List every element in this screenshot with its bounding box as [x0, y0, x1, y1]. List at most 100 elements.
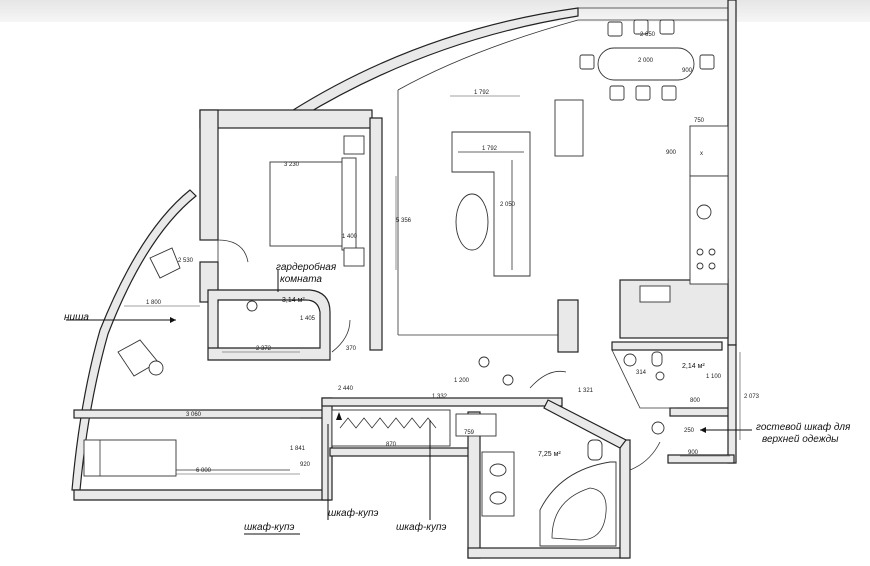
chair	[661, 85, 677, 101]
toilet-icon	[587, 439, 603, 461]
hob-burner-icon	[708, 248, 716, 256]
dim-label: 1 792	[482, 146, 498, 152]
right-bottom	[667, 454, 735, 464]
hob-burner-icon	[696, 262, 704, 270]
dim-label: 1 100	[706, 374, 722, 380]
living-room-wall	[397, 19, 728, 91]
dim-label: 2 650	[640, 32, 656, 38]
hall-wall-top	[321, 397, 563, 407]
dim-label: 2 050	[500, 202, 516, 208]
sliding-wardrobe-label: шкаф-купэ	[396, 521, 446, 533]
chair	[635, 85, 651, 101]
basin-icon	[623, 353, 637, 367]
niche-label: ниша	[64, 312, 89, 323]
person-icon	[655, 371, 665, 381]
dim-label: 920	[300, 462, 311, 468]
nightstand	[343, 135, 365, 155]
bedroom-top-wall	[199, 109, 373, 129]
dim-label: 3 060	[186, 412, 202, 418]
dim-label: 1 792	[474, 90, 490, 96]
hob-burner-icon	[708, 262, 716, 270]
dim-label: 759	[464, 430, 475, 436]
dim-label: 900	[688, 450, 699, 456]
bedroom-door-arc	[217, 239, 249, 263]
bathtub-inner	[551, 487, 607, 541]
hall-wall-bottom	[329, 447, 471, 457]
guest-wardrobe-arrow-head	[700, 427, 706, 433]
chair	[633, 19, 649, 35]
dim-label: 2 440	[338, 386, 354, 392]
sink-bowl	[489, 491, 507, 505]
dim-label: 2 530	[178, 258, 194, 264]
dim-label: 6 000	[196, 468, 212, 474]
chair	[579, 54, 595, 70]
toilet-icon	[651, 351, 663, 367]
round-stool	[148, 360, 164, 376]
column-2	[557, 299, 579, 353]
column-3	[619, 279, 729, 339]
dim-label: 2 073	[744, 394, 760, 400]
dim-label: 1 321	[578, 388, 594, 394]
corner-bathtub	[539, 461, 617, 547]
chair	[699, 54, 715, 70]
dim-label: 5 356	[396, 218, 412, 224]
window-top-bar	[0, 0, 870, 22]
right-outer-wall	[727, 0, 737, 346]
small-bath-wall	[611, 341, 723, 351]
dim-label: 800	[690, 398, 701, 404]
dim-label: 1 800	[146, 300, 162, 306]
wardrobe-room-label: комната	[280, 274, 322, 285]
sliding-wardrobe-label: шкаф-купэ	[244, 521, 294, 533]
small-bathroom-diag	[611, 349, 676, 409]
curved-facade-wall	[288, 7, 579, 119]
kitchen-counter	[689, 175, 729, 285]
person-icon	[246, 300, 258, 312]
area-label-bathroom: 2,14 м²	[682, 363, 705, 370]
person-icon	[651, 421, 665, 435]
dim-label: 1 200	[454, 378, 470, 384]
kitchen-cabinet	[639, 285, 671, 303]
dim-label: 750	[694, 118, 705, 124]
door-arc	[629, 441, 661, 471]
nightstand	[343, 247, 365, 267]
sink-bowl	[489, 463, 507, 477]
sliding-wardrobe	[331, 409, 451, 447]
corner-sofa	[451, 131, 531, 277]
person-icon	[478, 356, 490, 368]
kitchen-counter-top	[689, 125, 729, 177]
dining-table	[597, 47, 695, 81]
dim-label: 250	[684, 428, 695, 434]
person-icon	[502, 374, 514, 386]
column-1	[369, 117, 383, 351]
hob-burner-icon	[696, 248, 704, 256]
dim-label: 2 000	[638, 58, 654, 64]
left-room-walls	[73, 489, 331, 501]
dim-label: 900	[666, 150, 677, 156]
chair	[607, 21, 623, 37]
bath-bottom-wall	[467, 547, 629, 559]
chair	[609, 85, 625, 101]
dim-label: 1 332	[432, 394, 448, 400]
dim-label: 1 405	[300, 316, 316, 322]
diagonal-wall	[543, 399, 627, 449]
x-mark: x	[700, 151, 703, 157]
arrow-up-icon	[336, 412, 342, 420]
sink-icon	[696, 204, 712, 220]
wardrobe-room-wall	[207, 289, 331, 361]
sofa-bed	[83, 439, 177, 477]
dim-label: 2 372	[256, 346, 272, 352]
dim-label: 870	[386, 442, 397, 448]
tv-unit	[554, 99, 584, 157]
right-lower-wall	[669, 407, 733, 417]
right-lower-wall-2	[727, 344, 737, 464]
guest-wardrobe-label: гостевой шкаф для	[756, 421, 851, 433]
door-arc	[529, 370, 567, 389]
niche-arrow-head	[170, 317, 176, 323]
bedroom-left-wall	[199, 109, 219, 241]
coffee-table	[455, 193, 489, 251]
bed	[269, 161, 351, 247]
wardrobe-room-label: гардеробная	[276, 261, 337, 273]
guest-wardrobe-label: верхней одежды	[762, 434, 839, 445]
bath-right-wall	[619, 439, 631, 559]
dim-label: 900	[682, 68, 693, 74]
